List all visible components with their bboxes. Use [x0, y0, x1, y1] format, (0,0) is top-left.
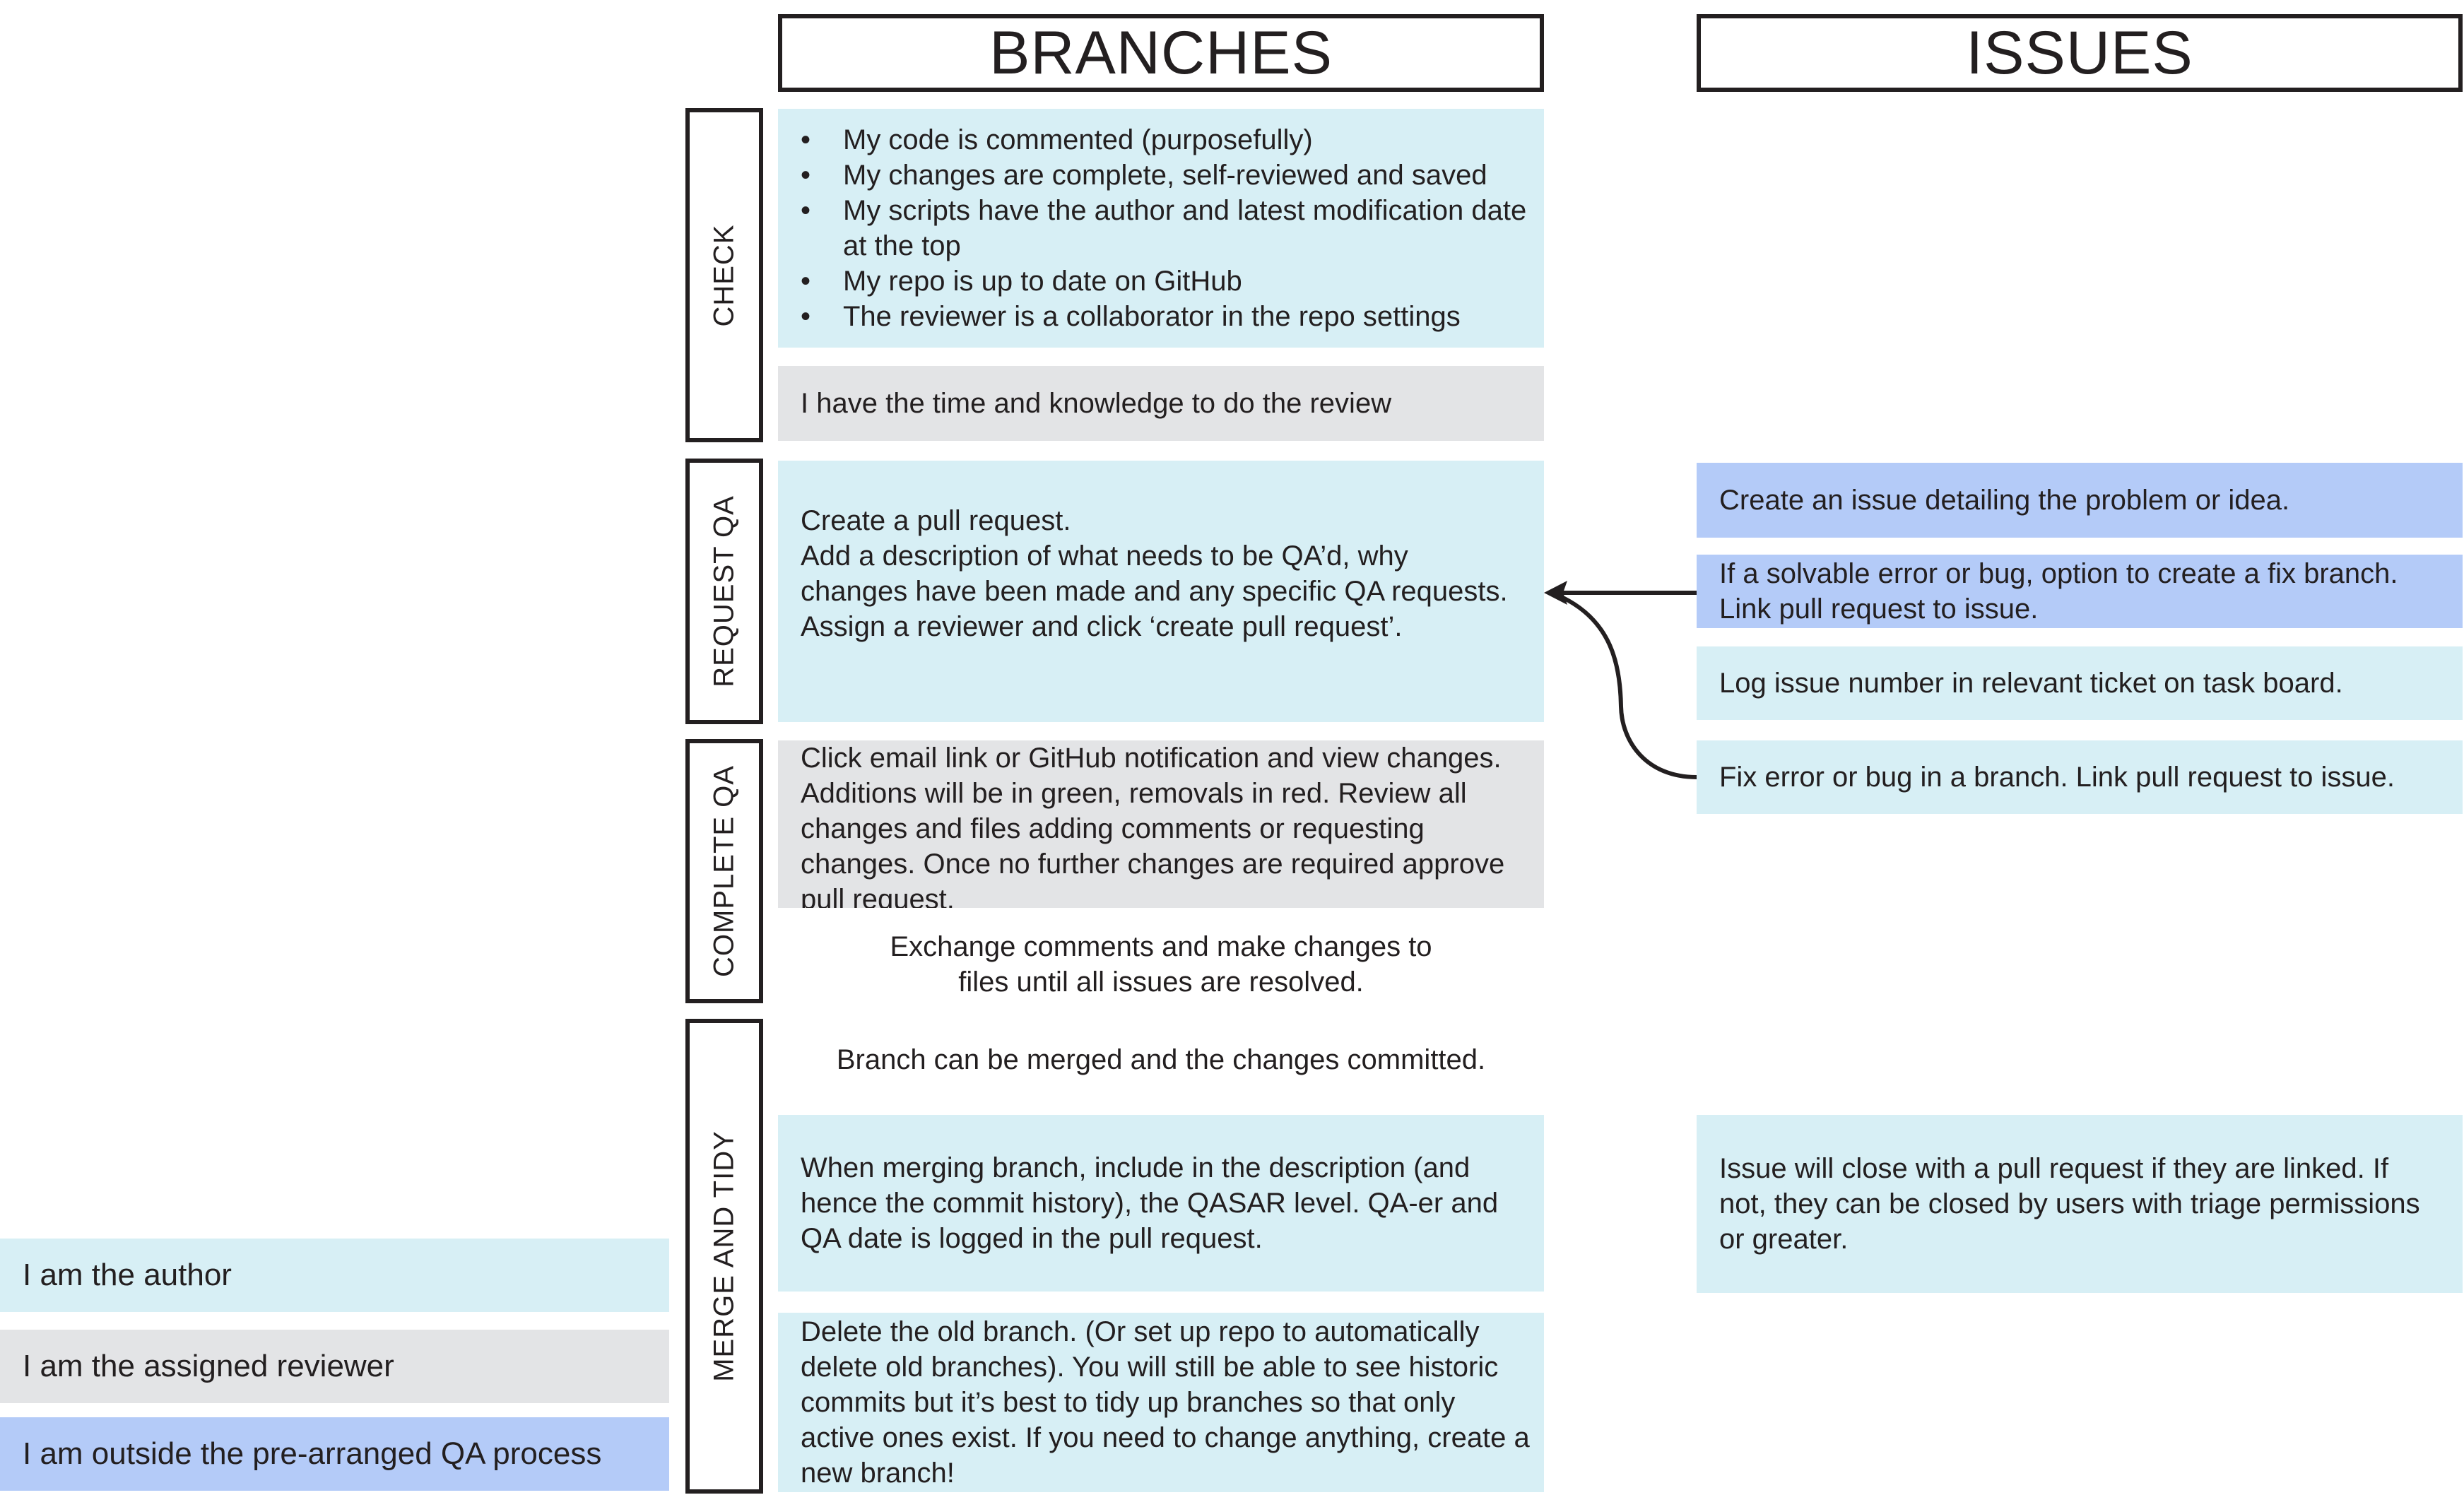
- legend-outside-label: I am outside the pre-arranged QA process: [23, 1436, 602, 1471]
- exchange-comments: Exchange comments and make changes to fi…: [778, 926, 1544, 1003]
- delete-branch-box: Delete the old branch. (Or set up repo t…: [778, 1313, 1544, 1492]
- request-qa-line: Add a description of what needs to be QA…: [801, 540, 1508, 607]
- stage-merge-and-tidy: MERGE AND TIDY: [685, 1019, 763, 1494]
- author-checklist-list: My code is commented (purposefully) My c…: [801, 122, 1527, 334]
- author-checklist: My code is commented (purposefully) My c…: [778, 109, 1544, 348]
- fix-branch-option-box: If a solvable error or bug, option to cr…: [1697, 555, 2463, 628]
- fix-error-box: Fix error or bug in a branch. Link pull …: [1697, 740, 2463, 814]
- merge-description-text: When merging branch, include in the desc…: [801, 1152, 1499, 1254]
- checklist-item: My repo is up to date on GitHub: [801, 264, 1527, 299]
- checklist-item: My changes are complete, self-reviewed a…: [801, 158, 1527, 193]
- legend-author-label: I am the author: [23, 1258, 232, 1292]
- issue-close-box: Issue will close with a pull request if …: [1697, 1115, 2463, 1293]
- legend-outside: I am outside the pre-arranged QA process: [0, 1417, 669, 1491]
- branches-header-label: BRANCHES: [989, 19, 1333, 87]
- reviewer-check-box: I have the time and knowledge to do the …: [778, 366, 1544, 441]
- fix-error-arrow: [1562, 596, 1697, 779]
- checklist-item: My code is commented (purposefully): [801, 122, 1527, 158]
- merge-description-box: When merging branch, include in the desc…: [778, 1115, 1544, 1292]
- request-qa-line: Assign a reviewer and click ‘create pull…: [801, 611, 1403, 642]
- legend-reviewer-label: I am the assigned reviewer: [23, 1349, 394, 1383]
- fix-branch-option-text: If a solvable error or bug, option to cr…: [1719, 558, 2398, 625]
- branch-merged-text: Branch can be merged and the changes com…: [836, 1044, 1486, 1075]
- create-issue-box: Create an issue detailing the problem or…: [1697, 463, 2463, 538]
- stage-check: CHECK: [685, 108, 763, 442]
- issues-header: ISSUES: [1697, 14, 2463, 92]
- reviewer-check-text: I have the time and knowledge to do the …: [801, 388, 1392, 419]
- log-issue-number-text: Log issue number in relevant ticket on t…: [1719, 668, 2343, 699]
- checklist-item: The reviewer is a collaborator in the re…: [801, 299, 1527, 334]
- branches-header: BRANCHES: [778, 14, 1544, 92]
- complete-qa-text: Click email link or GitHub notification …: [801, 743, 1505, 908]
- issue-close-text: Issue will close with a pull request if …: [1719, 1153, 2420, 1255]
- legend-reviewer: I am the assigned reviewer: [0, 1330, 669, 1403]
- complete-qa-box: Click email link or GitHub notification …: [778, 740, 1544, 908]
- branch-merged: Branch can be merged and the changes com…: [778, 1039, 1544, 1081]
- log-issue-number-box: Log issue number in relevant ticket on t…: [1697, 646, 2463, 720]
- request-qa-line: Create a pull request.: [801, 505, 1071, 536]
- legend-author: I am the author: [0, 1239, 669, 1312]
- fix-error-text: Fix error or bug in a branch. Link pull …: [1719, 762, 2395, 793]
- create-issue-text: Create an issue detailing the problem or…: [1719, 485, 2290, 516]
- issues-header-label: ISSUES: [1966, 19, 2193, 87]
- exchange-comments-text: Exchange comments and make changes to fi…: [890, 931, 1432, 998]
- delete-branch-text: Delete the old branch. (Or set up repo t…: [801, 1316, 1530, 1489]
- request-qa-box: Create a pull request. Add a description…: [778, 461, 1544, 722]
- arrowhead-icon: [1544, 581, 1567, 605]
- checklist-item: My scripts have the author and latest mo…: [801, 193, 1527, 264]
- stage-complete-qa: COMPLETE QA: [685, 739, 763, 1003]
- stage-request-qa: REQUEST QA: [685, 459, 763, 724]
